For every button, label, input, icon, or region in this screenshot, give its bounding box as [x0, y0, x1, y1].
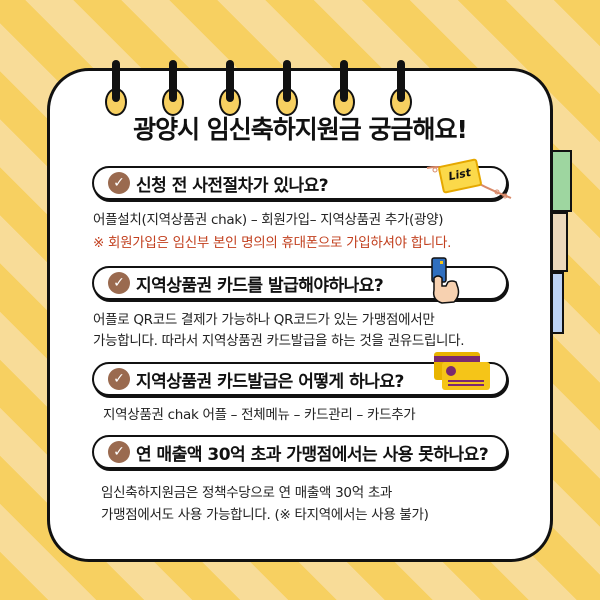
answer-line: 가맹점에서도 사용 가능합니다. (※ 타지역에서는 사용 불가) — [101, 507, 429, 523]
answer-line: 지역상품권 chak 어플 – 전체메뉴 – 카드관리 – 카드추가 — [103, 407, 416, 423]
answer-line: 가능합니다. 따라서 지역상품권 카드발급을 하는 것을 권유드립니다. — [93, 333, 465, 349]
page-title: 광양시 임신축하지원금 궁금해요! — [0, 110, 600, 150]
answer-line: 어플로 QR코드 결제가 가능하나 QR코드가 있는 가맹점에서만 — [93, 312, 435, 328]
answer-note: ※ 회원가입은 임신부 본인 명의의 휴대폰으로 가입하셔야 합니다. — [93, 235, 452, 251]
side-tab-green — [550, 150, 572, 212]
answer-line: 임신축하지원금은 정책수당으로 연 매출액 30억 초과 — [101, 485, 393, 501]
hand-holding-card-icon — [431, 257, 460, 304]
check-badge-icon: ✓ — [108, 172, 130, 194]
question-text: 연 매출액 30억 초과 가맹점에서는 사용 못하나요? — [136, 444, 489, 465]
title-prefix: 광양시 — [133, 115, 200, 144]
question-pill-4: ✓ 연 매출액 30억 초과 가맹점에서는 사용 못하나요? — [92, 435, 508, 469]
question-text: 지역상품권 카드를 발급해야하나요? — [136, 275, 384, 296]
title-highlight: 임신축하지원금 — [206, 110, 362, 150]
check-badge-icon: ✓ — [108, 272, 130, 294]
check-badge-icon: ✓ — [108, 368, 130, 390]
check-badge-icon: ✓ — [108, 441, 130, 463]
credit-cards-icon — [434, 352, 490, 390]
question-text: 신청 전 사전절차가 있나요? — [136, 175, 329, 196]
question-pill-1: ✓ 신청 전 사전절차가 있나요? — [92, 166, 508, 200]
answer-line: 어플설치(지역상품권 chak) – 회원가입– 지역상품권 추가(광양) — [93, 212, 444, 228]
title-suffix: 궁금해요! — [368, 115, 468, 144]
question-text: 지역상품권 카드발급은 어떻게 하나요? — [136, 371, 404, 392]
notebook-card — [47, 68, 553, 562]
